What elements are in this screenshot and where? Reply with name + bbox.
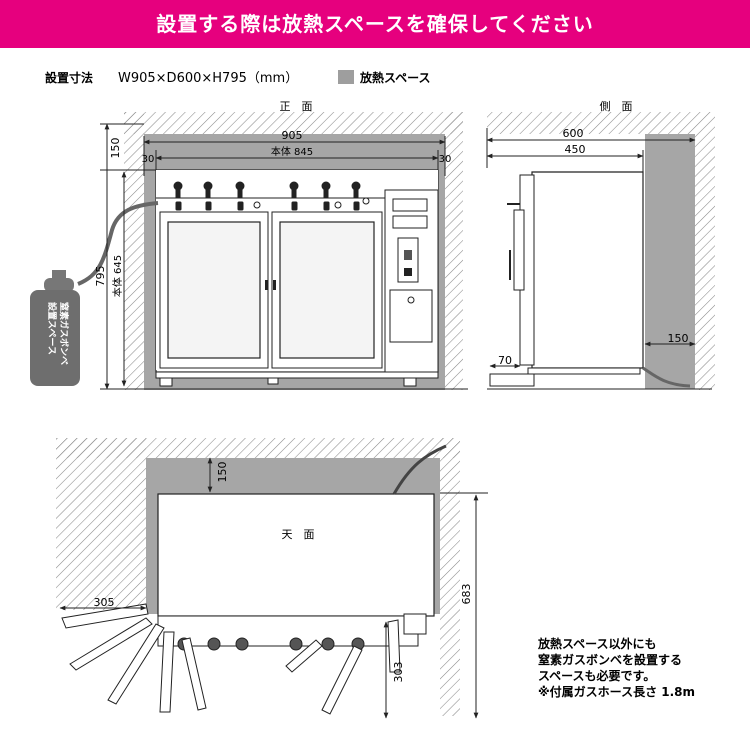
note-line2: 窒素ガスボンベを設置する <box>538 652 682 667</box>
front-wall-left <box>124 112 144 390</box>
dim-body-height: 本体 645 <box>111 255 124 297</box>
side-wall-back <box>695 112 715 390</box>
legend: 設置寸法 W905×D600×H795（mm） 放熱スペース <box>45 70 431 86</box>
front-wall-top <box>124 112 463 134</box>
top-dim-top-space: 150 <box>216 462 229 483</box>
dim-top-space: 150 <box>109 138 122 159</box>
dim-total-height: 795 <box>94 266 107 287</box>
front-view: 905 本体 845 30 30 150 795 本体 645 正 面 <box>77 100 468 390</box>
beer-taps <box>173 181 370 211</box>
gas-cylinder-label-line1: 窒素ガスボンベ <box>58 302 70 365</box>
dim-front-offset: 70 <box>498 354 512 367</box>
side-unit-body <box>531 171 644 369</box>
top-unit-body <box>157 493 435 617</box>
top-dim-depth: 683 <box>460 584 473 605</box>
size-value: W905×D600×H795（mm） <box>118 71 298 86</box>
note-line4: ※付属ガスホース長さ 1.8m <box>538 684 695 699</box>
size-label: 設置寸法 <box>45 70 93 85</box>
heat-space-swatch <box>338 70 354 84</box>
top-wall-right <box>440 438 460 716</box>
top-view-title: 天 面 <box>282 528 315 541</box>
top-wall-top <box>56 438 460 458</box>
title-banner: 設置する際は放熱スペースを確保してください <box>0 0 750 48</box>
top-dim-front-space: 303 <box>392 662 405 683</box>
side-wall-top <box>487 112 695 134</box>
gas-cylinder: 窒素ガスボンベ 設置スペース <box>30 270 80 386</box>
note-line3: スペースも必要です。 <box>538 668 655 683</box>
gas-cylinder-label-line2: 設置スペース <box>46 302 58 355</box>
note-line1: 放熱スペース以外にも <box>537 636 657 651</box>
front-wall-right <box>445 112 463 390</box>
gas-hose <box>77 201 159 286</box>
top-view: 150 683 305 303 天 面 <box>56 438 488 750</box>
side-view: 600 450 150 70 側 面 <box>486 100 715 390</box>
dim-back-space: 150 <box>668 332 689 345</box>
dim-side-left: 30 <box>142 154 155 165</box>
dim-body-depth: 450 <box>565 143 586 156</box>
top-dim-left-space: 305 <box>94 596 115 609</box>
side-view-title: 側 面 <box>600 100 633 113</box>
front-view-title: 正 面 <box>280 100 313 113</box>
dim-total-depth: 600 <box>563 127 584 140</box>
note-block: 放熱スペース以外にも 窒素ガスボンベを設置する スペースも必要です。 ※付属ガス… <box>537 636 695 699</box>
dim-side-right: 30 <box>439 154 452 165</box>
heat-space-label: 放熱スペース <box>359 70 431 85</box>
side-heat-space <box>645 134 695 389</box>
dim-body-width: 本体 845 <box>271 145 313 158</box>
banner-title: 設置する際は放熱スペースを確保してください <box>156 12 594 36</box>
dim-total-width: 905 <box>282 129 303 142</box>
installation-diagram: 設置寸法 W905×D600×H795（mm） 放熱スペース <box>30 70 715 750</box>
